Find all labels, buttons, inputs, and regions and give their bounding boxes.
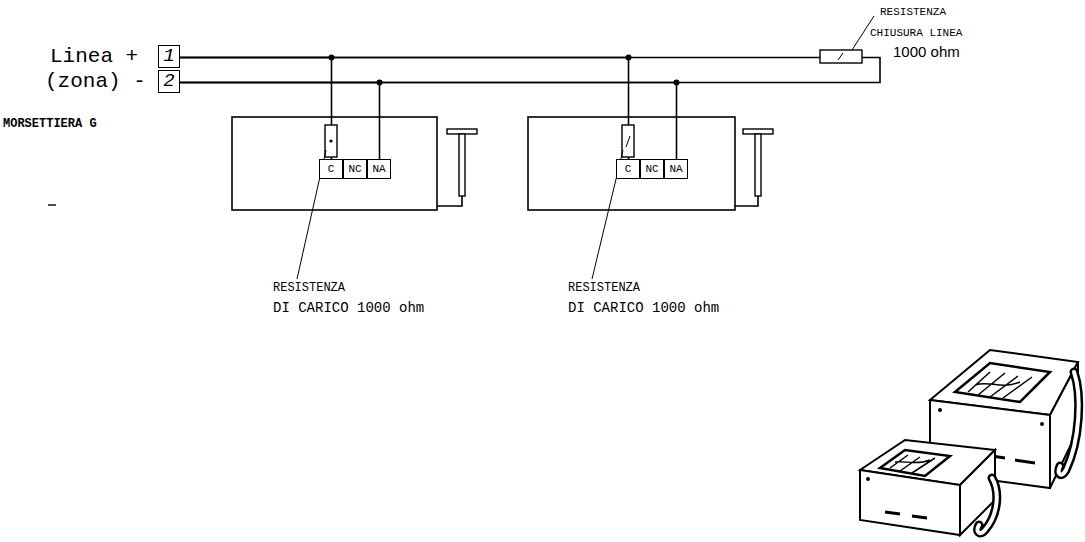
terminal-number: NA (669, 164, 682, 175)
wire (180, 83, 380, 160)
handle-illustration (1059, 372, 1079, 475)
screw (866, 477, 870, 481)
value-label: DI CARICO 1000 ohm (568, 300, 719, 316)
window-hatching (968, 372, 1032, 398)
contact-terminal: C (616, 159, 640, 179)
contact-terminal: NC (343, 159, 367, 179)
terminal-number: NA (372, 164, 385, 175)
box-illustration (1050, 362, 1078, 488)
device-box (232, 117, 437, 210)
junction-dot (377, 80, 383, 86)
handle-illustration (978, 478, 997, 533)
pull-handle (755, 134, 761, 196)
box-window (880, 450, 950, 476)
wire (180, 83, 677, 160)
pull-handle (447, 129, 477, 134)
terminal-label: (zona) - (45, 70, 146, 94)
component-label: RESISTENZA (273, 282, 345, 296)
wire (180, 58, 629, 160)
terminal-number: NC (348, 164, 361, 175)
contact-terminal: C (319, 159, 343, 179)
resistor-dot (329, 139, 332, 142)
contact-terminal: NC (640, 159, 664, 179)
value-label: 1000 ohm (893, 43, 960, 60)
junction-dot (674, 80, 680, 86)
value-label: DI CARICO 1000 ohm (273, 300, 424, 316)
junction-dot (626, 55, 632, 61)
box-window (955, 363, 1050, 402)
wire (180, 58, 332, 160)
terminal-number: 2 (163, 72, 174, 91)
terminal-number: 1 (163, 47, 174, 66)
handle-illustration (978, 478, 997, 533)
screw (938, 408, 942, 412)
component-label: RESISTENZA (880, 6, 946, 19)
terminal-number: NC (645, 164, 658, 175)
resistor-mark (626, 136, 630, 147)
handle-link (437, 196, 462, 206)
resistor-symbol (325, 125, 337, 157)
window-hatching (890, 455, 935, 473)
block-name: MORSETTIERA G (3, 118, 97, 132)
component-label: CHIUSURA LINEA (870, 27, 962, 40)
screw (1040, 422, 1044, 426)
handle-illustration (1059, 372, 1079, 475)
wire (180, 58, 880, 83)
device-box (528, 117, 735, 210)
terminal-number: C (328, 164, 335, 175)
box-slot (885, 512, 927, 518)
box-illustration (860, 470, 960, 535)
terminal-number: C (625, 164, 632, 175)
component-label: RESISTENZA (568, 282, 640, 296)
handle-link (735, 196, 758, 206)
terminal-box: 1 (158, 45, 180, 68)
terminal-label: Linea + (50, 45, 138, 69)
terminal-box: 2 (158, 70, 180, 93)
pull-handle (743, 129, 773, 134)
resistor-mark (838, 53, 843, 60)
contact-terminal: NA (664, 159, 688, 179)
stray-mark (48, 204, 56, 205)
junction-dot (329, 55, 335, 61)
contact-terminal: NA (367, 159, 391, 179)
resistor-symbol (622, 125, 634, 157)
resistor-symbol (820, 50, 862, 63)
pull-handle (459, 134, 465, 196)
